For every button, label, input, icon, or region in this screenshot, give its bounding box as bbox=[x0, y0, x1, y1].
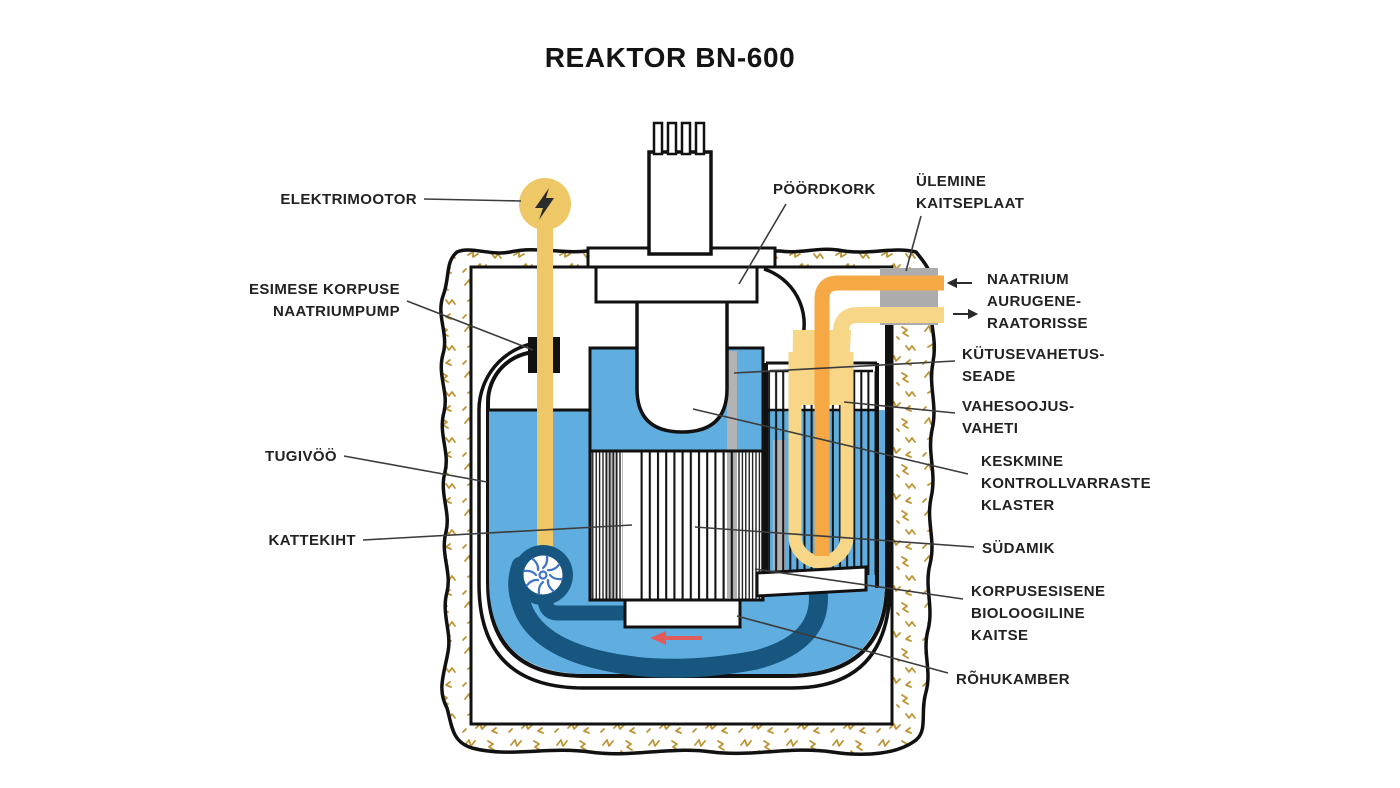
rotating-plug bbox=[594, 265, 759, 304]
label-text: NAATRIUMPUMP bbox=[273, 303, 400, 320]
label-text: VAHETI bbox=[962, 420, 1018, 437]
core-hatch-center bbox=[640, 451, 738, 600]
label-vahesoojusvaheti: VAHESOOJUS- VAHETI bbox=[843, 398, 1074, 437]
vessel-outer-wall bbox=[477, 268, 892, 690]
pointer-line bbox=[754, 568, 964, 600]
central-cavity bbox=[635, 302, 729, 434]
label-text: KAITSEPLAAT bbox=[916, 195, 1024, 212]
pointer-line bbox=[362, 524, 633, 541]
pointer-line bbox=[406, 300, 534, 351]
flow-direction-arrow bbox=[650, 631, 702, 645]
arrow-right-icon bbox=[953, 308, 979, 320]
label-text: KÜTUSEVAHETUS- bbox=[962, 346, 1105, 363]
lightning-bolt-icon bbox=[535, 188, 554, 220]
ihx-bottom-box bbox=[755, 565, 868, 598]
label-text: VAHESOOJUS- bbox=[962, 398, 1074, 415]
label-text: KAITSE bbox=[971, 627, 1028, 644]
label-kutusevahetusseade: KÜTUSEVAHETUS- SEADE bbox=[733, 346, 1105, 385]
label-text: ESIMESE KORPUSE bbox=[249, 281, 400, 298]
pointer-line bbox=[423, 198, 522, 202]
primary-sodium-pipe bbox=[508, 556, 828, 678]
pointer-line bbox=[733, 360, 956, 374]
label-text: SÜDAMIK bbox=[982, 540, 1055, 557]
pump-shaft bbox=[537, 226, 553, 572]
electric-motor bbox=[519, 178, 571, 230]
label-text: BIOLOOGILINE bbox=[971, 605, 1085, 622]
pointer-line bbox=[694, 526, 975, 548]
label-esimese-korpuse-naatriumpump: ESIMESE KORPUSE NAATRIUMPUMP bbox=[249, 281, 534, 351]
label-text: NAATRIUM bbox=[987, 271, 1069, 288]
label-ulemine-kaitseplaat: ÜLEMINE KAITSEPLAAT bbox=[905, 173, 1024, 272]
pointer-line bbox=[692, 408, 969, 475]
pump-impeller-icon bbox=[522, 554, 564, 596]
label-text: ELEKTRIMOOTOR bbox=[280, 191, 417, 208]
sodium-pump bbox=[513, 545, 627, 621]
label-sudamik: SÜDAMIK bbox=[694, 526, 1055, 557]
label-kattekiht: KATTEKIHT bbox=[269, 524, 633, 549]
label-text: ÜLEMINE bbox=[916, 173, 986, 190]
label-text: RAATORISSE bbox=[987, 315, 1088, 332]
label-text: PÖÖRDKORK bbox=[773, 181, 876, 198]
label-text: KESKMINE bbox=[981, 453, 1063, 470]
label-korpusesisene-bioloogiline-kaitse: KORPUSESISENE BIOLOOGILINE KAITSE bbox=[754, 568, 1105, 644]
pointer-line bbox=[905, 215, 922, 272]
vessel-inner-wall bbox=[486, 268, 889, 678]
pointer-line bbox=[738, 203, 787, 285]
label-text: AURUGENE- bbox=[987, 293, 1081, 310]
blanket-hatch-right bbox=[738, 451, 761, 600]
label-naatrium-aurugeneraatorisse: NAATRIUM AURUGENE- RAATORISSE bbox=[946, 271, 1088, 332]
label-elektrimootor: ELEKTRIMOOTOR bbox=[280, 191, 522, 208]
control-drive-column bbox=[647, 121, 713, 256]
label-keskmine-kontrollvarraste-klaster: KESKMINE KONTROLLVARRASTE KLASTER bbox=[692, 408, 1151, 514]
pointer-line bbox=[343, 455, 488, 483]
page-title: REAKTOR BN-600 bbox=[545, 42, 796, 73]
label-tugivoo: TUGIVÖÖ bbox=[265, 448, 488, 483]
label-poordkork: PÖÖRDKORK bbox=[738, 181, 876, 285]
arrow-left-icon bbox=[946, 277, 972, 289]
label-text: KONTROLLVARRASTE bbox=[981, 475, 1151, 492]
arrow-left-icon bbox=[650, 631, 666, 645]
pressure-chamber bbox=[623, 598, 742, 629]
label-text: SEADE bbox=[962, 368, 1016, 385]
label-text: KLASTER bbox=[981, 497, 1055, 514]
label-text: TUGIVÖÖ bbox=[265, 448, 337, 465]
label-rohukamber: RÕHUKAMBER bbox=[736, 615, 1070, 688]
label-text: KORPUSESISENE bbox=[971, 583, 1105, 600]
pointer-line bbox=[736, 615, 949, 674]
label-text: KATTEKIHT bbox=[269, 532, 356, 549]
label-text: RÕHUKAMBER bbox=[956, 670, 1070, 688]
pointer-line bbox=[843, 401, 956, 414]
